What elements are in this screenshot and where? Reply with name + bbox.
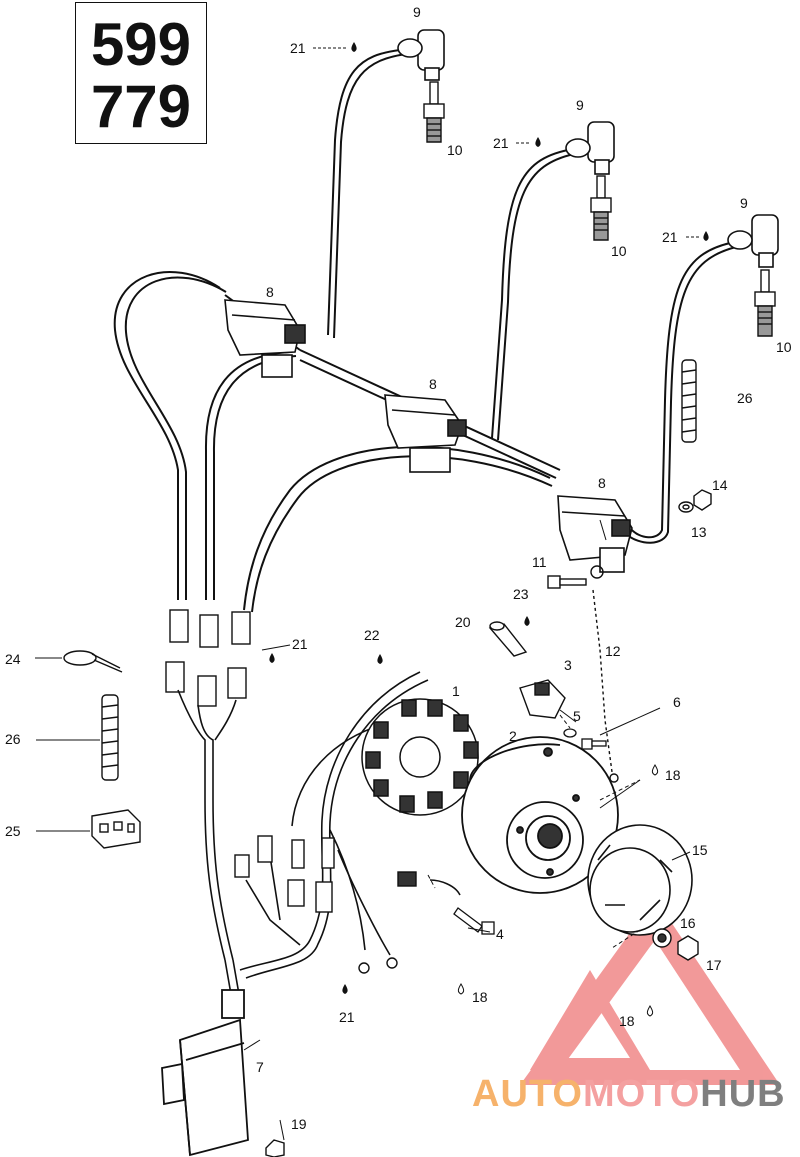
spark-plug-cap-1 <box>397 29 445 81</box>
harness-connectors <box>234 835 417 974</box>
protective-sleeve-26-top <box>681 359 697 443</box>
callout-2: 2 <box>509 728 517 744</box>
callout-21-c: 21 <box>662 229 678 245</box>
ignition-coil-3 <box>557 495 633 573</box>
spark-plug-3 <box>754 269 776 337</box>
callout-10-c: 10 <box>776 339 792 355</box>
spark-plug-cap-2 <box>565 121 615 175</box>
connector-housing-25 <box>91 809 141 849</box>
callout-15: 15 <box>692 842 708 858</box>
callout-9-c: 9 <box>740 195 748 211</box>
callout-9-b: 9 <box>576 97 584 113</box>
high-tension-leads <box>113 49 737 613</box>
starting-pulley-15 <box>587 824 693 936</box>
callout-10-b: 10 <box>611 243 627 259</box>
leader-lines <box>35 47 700 1141</box>
callout-9-a: 9 <box>413 4 421 20</box>
callout-20: 20 <box>455 614 471 630</box>
callout-14: 14 <box>712 477 728 493</box>
nut-19 <box>265 1139 285 1157</box>
callout-21-a: 21 <box>290 40 306 56</box>
callout-21-b: 21 <box>493 135 509 151</box>
protective-sleeve-26-left <box>101 694 119 781</box>
model-number-599: 599 <box>90 11 192 78</box>
callout-24: 24 <box>5 651 21 667</box>
cdi-module-7 <box>161 989 249 1157</box>
watermark-hub: HUB <box>700 1073 786 1115</box>
bolt-11 <box>547 575 587 589</box>
callout-16: 16 <box>680 915 696 931</box>
callout-13: 13 <box>691 524 707 540</box>
coil-wire-connectors <box>165 609 251 707</box>
watermark-auto: AUTO <box>472 1073 583 1115</box>
callout-4: 4 <box>496 926 504 942</box>
ignition-coil-2 <box>384 394 467 473</box>
spark-plug-1 <box>423 81 445 143</box>
callout-18-a: 18 <box>665 767 681 783</box>
callout-5: 5 <box>573 708 581 724</box>
lock-washer-16 <box>652 928 672 948</box>
trigger-coil-3 <box>519 679 566 719</box>
callout-10-a: 10 <box>447 142 463 158</box>
ignition-coil-1 <box>224 299 306 378</box>
callout-19: 19 <box>291 1116 307 1132</box>
callout-21-e: 21 <box>339 1009 355 1025</box>
callout-25: 25 <box>5 823 21 839</box>
screw-6 <box>581 738 607 750</box>
callout-12: 12 <box>605 643 621 659</box>
magneto-flywheel-2 <box>461 736 619 894</box>
callout-17: 17 <box>706 957 722 973</box>
callout-8-b: 8 <box>429 376 437 392</box>
watermark-brand-text: AUTOMOTOHUB <box>472 1074 786 1114</box>
model-number-779: 779 <box>90 73 192 140</box>
washer-5 <box>563 728 577 738</box>
callout-22: 22 <box>364 627 380 643</box>
watermark-moto: MOTO <box>582 1073 701 1115</box>
callout-11: 11 <box>532 554 547 570</box>
callout-21-d: 21 <box>292 636 308 652</box>
callout-18-b: 18 <box>472 989 488 1005</box>
ground-wire-12 <box>590 565 619 783</box>
spark-plug-cap-3 <box>727 214 779 268</box>
stator-1 <box>361 698 479 816</box>
cable-tie-24 <box>63 650 123 673</box>
callout-3: 3 <box>564 657 572 673</box>
callout-8-a: 8 <box>266 284 274 300</box>
washer-13 <box>678 501 694 513</box>
callout-6: 6 <box>673 694 681 710</box>
spark-plug-2 <box>590 175 612 241</box>
dowel-pin-20 <box>488 621 528 657</box>
callout-18-c: 18 <box>619 1013 635 1029</box>
callout-1: 1 <box>452 683 460 699</box>
callout-8-c: 8 <box>598 475 606 491</box>
assembly-lines <box>427 714 641 949</box>
watermark-triangle <box>520 898 780 1085</box>
nut-17 <box>677 935 699 961</box>
model-number-box: 599 779 <box>75 2 207 144</box>
callout-26-a: 26 <box>737 390 753 406</box>
callout-7: 7 <box>256 1059 264 1075</box>
callout-23: 23 <box>513 586 529 602</box>
callout-26-b: 26 <box>5 731 21 747</box>
nut-14 <box>693 489 712 511</box>
